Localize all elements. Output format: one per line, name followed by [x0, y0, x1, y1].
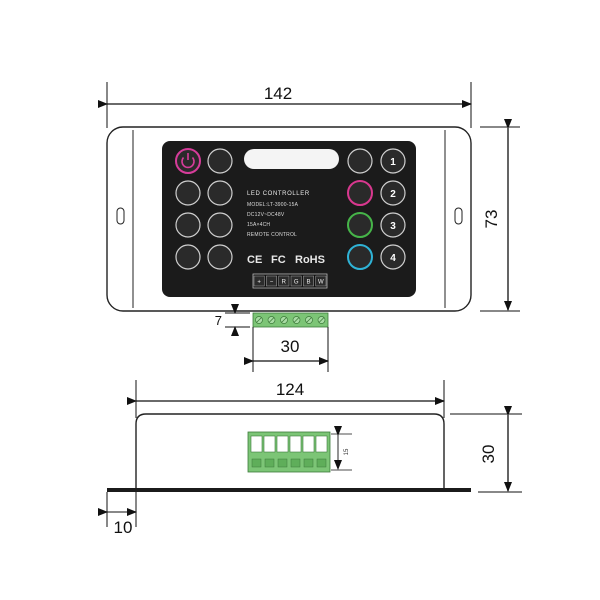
- dim-7-label: 7: [215, 313, 222, 328]
- panel-terminal-cell: [266, 275, 277, 287]
- terminal-wire-slot: [315, 435, 328, 453]
- panel-terminal-label: R: [282, 280, 287, 286]
- terminal-side-slots: [250, 435, 328, 468]
- terminal-screw-slot: [268, 317, 275, 323]
- terminal-screw-slot: [306, 317, 312, 323]
- terminal-screw-slot: [318, 317, 325, 323]
- width-142-label: 142: [264, 84, 292, 103]
- dim-15-label: 15: [344, 448, 350, 455]
- panel-terminal-cell: [278, 275, 290, 287]
- panel-terminal-label: −: [270, 280, 274, 286]
- channel-g-button[interactable]: [347, 212, 373, 238]
- panel-terminal-cell: [290, 275, 302, 287]
- power-button[interactable]: [175, 148, 201, 174]
- panel-terminal-cell: [303, 275, 314, 287]
- dim-side-30-label: 30: [479, 445, 498, 464]
- number-button-4[interactable]: [380, 244, 406, 270]
- dim-down-button[interactable]: [207, 244, 233, 270]
- terminal-pin: [251, 458, 262, 468]
- terminal-wire-slot: [250, 435, 263, 453]
- dim-up-button[interactable]: [175, 244, 201, 270]
- dim-30-label: 30: [281, 337, 300, 356]
- panel-terminal-strip: + − R G B W: [252, 273, 328, 289]
- cert-fc-mark: FC: [271, 254, 286, 266]
- terminal-screw-slot: [293, 317, 300, 323]
- panel-line-model: MODEL:LT-3900-15A: [247, 202, 299, 208]
- speed-down-button[interactable]: [175, 212, 201, 238]
- terminal-pin: [264, 458, 275, 468]
- panel-title: LED CONTROLLER: [247, 191, 310, 197]
- terminal-pin: [316, 458, 327, 468]
- number-button-2[interactable]: [380, 180, 406, 206]
- power-icon: [181, 153, 195, 169]
- terminal-pin: [303, 458, 314, 468]
- display-window: [244, 149, 339, 169]
- bright-up-button[interactable]: [207, 180, 233, 206]
- panel-terminal-cell: [315, 275, 327, 287]
- terminal-screw-slot: [281, 317, 287, 323]
- panel-line-voltage: DC12V~DC48V: [247, 212, 285, 218]
- terminal-pin: [277, 458, 288, 468]
- number-button-1[interactable]: [380, 148, 406, 174]
- terminal-wire-slot: [276, 435, 289, 453]
- terminal-block-top: [252, 312, 329, 328]
- play-pause-button[interactable]: [347, 148, 373, 174]
- terminal-screw-slot: [256, 317, 262, 323]
- panel-terminal-label: W: [318, 280, 324, 286]
- mounting-slot-right: [454, 207, 463, 225]
- dim-124-label: 124: [276, 380, 304, 399]
- number-label-2: 2: [390, 189, 396, 200]
- cert-rohs-mark: RoHS: [295, 254, 325, 266]
- dim-10-label: 10: [114, 518, 133, 537]
- panel-terminal-cell: [253, 275, 265, 287]
- terminal-wire-slot: [263, 435, 276, 453]
- terminal-wire-slot: [302, 435, 315, 453]
- panel-line-current: 15A×4CH: [247, 222, 270, 228]
- terminal-screws: [255, 316, 326, 324]
- housing-base-plate: [107, 488, 471, 492]
- number-label-3: 3: [390, 221, 396, 232]
- panel-terminal-label: G: [294, 280, 299, 286]
- panel-terminal-label: +: [257, 280, 261, 286]
- panel-terminal-label: B: [306, 280, 310, 286]
- height-73-label: 73: [482, 210, 501, 229]
- number-label-1: 1: [390, 157, 396, 168]
- terminal-wire-slot: [289, 435, 302, 453]
- panel-line-remote: REMOTE CONTROL: [247, 232, 297, 238]
- number-label-4: 4: [390, 253, 396, 264]
- channel-r-button[interactable]: [347, 180, 373, 206]
- mode-button[interactable]: [207, 148, 233, 174]
- cert-ce-mark: CE: [247, 254, 262, 266]
- terminal-pin: [290, 458, 301, 468]
- speed-up-button[interactable]: [175, 180, 201, 206]
- mounting-slot-left: [116, 207, 125, 225]
- bright-down-button[interactable]: [207, 212, 233, 238]
- channel-b-button[interactable]: [347, 244, 373, 270]
- number-button-3[interactable]: [380, 212, 406, 238]
